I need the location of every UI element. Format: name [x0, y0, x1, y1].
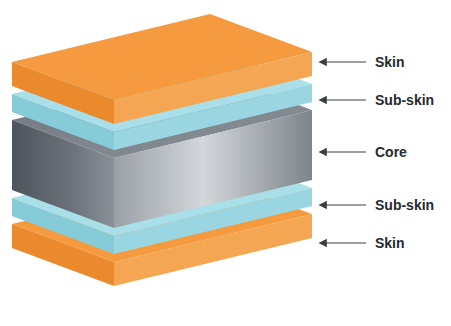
layer-label: Sub-skin: [375, 197, 434, 213]
leader-arrow: [326, 242, 366, 243]
label-holder: Core: [375, 143, 407, 161]
leader-arrow: [326, 99, 366, 100]
skin-layer: [12, 14, 312, 124]
leader-arrow: [326, 151, 366, 152]
layer-label: Skin: [375, 54, 405, 70]
label-holder: Skin: [375, 234, 405, 252]
layer-label: Core: [375, 144, 407, 160]
leader-arrow: [326, 204, 366, 205]
leader-arrows: [326, 62, 366, 243]
label-holder: Sub-skin: [375, 196, 434, 214]
label-holder: Skin: [375, 53, 405, 71]
layer-label: Skin: [375, 235, 405, 251]
layer-label: Sub-skin: [375, 92, 434, 108]
leader-arrow: [326, 61, 366, 62]
label-holder: Sub-skin: [375, 91, 434, 109]
